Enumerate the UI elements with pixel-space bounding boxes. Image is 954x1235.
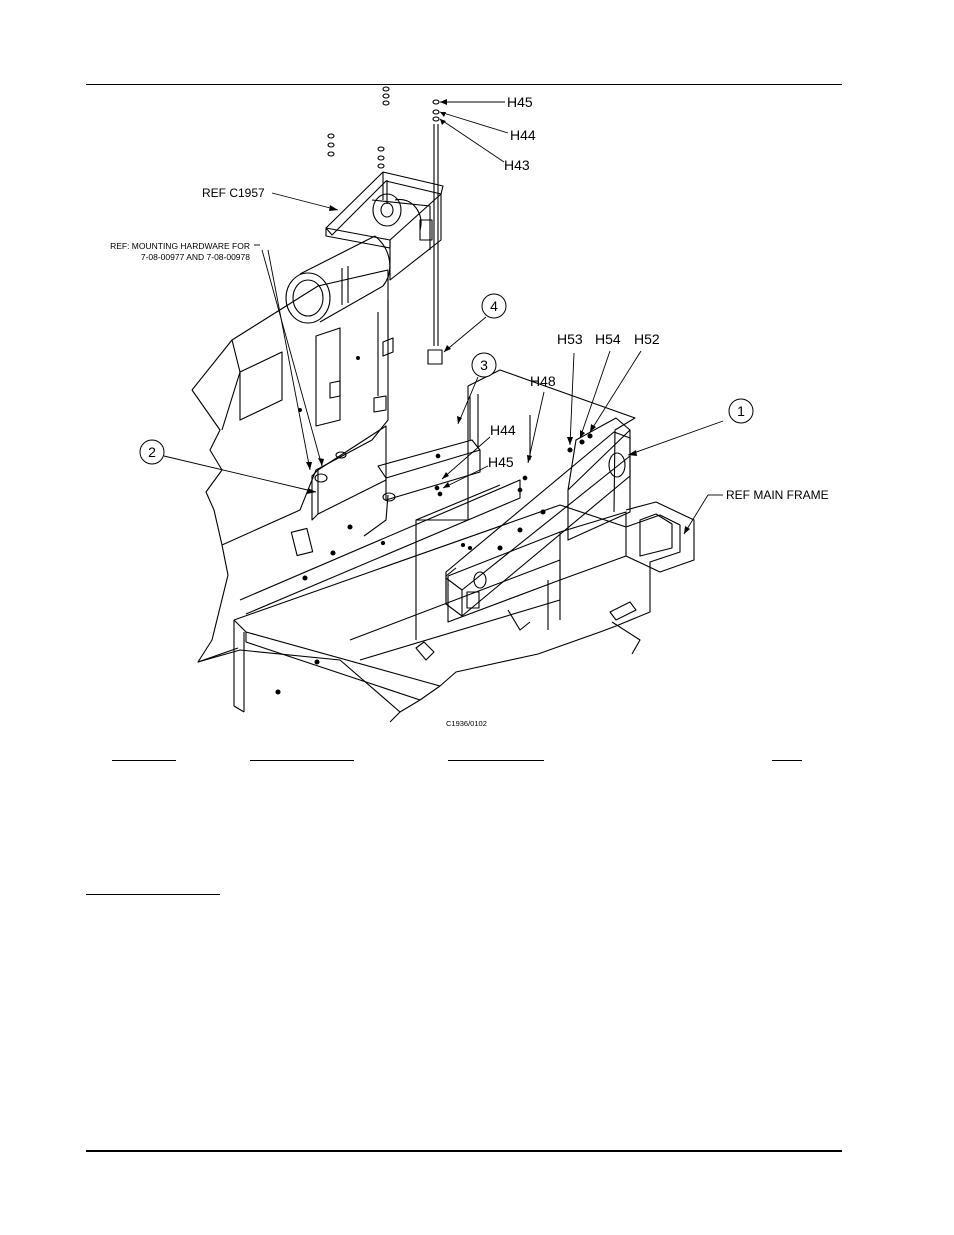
vibration-mounts (329, 300, 443, 413)
support-bracket-2 (311, 425, 387, 521)
main-frame (197, 479, 681, 723)
arrowheads (306, 99, 690, 534)
table-header-underline-4 (772, 748, 802, 761)
label-ref-mounting-line1: REF: MOUNTING HARDWARE FOR (110, 241, 250, 251)
motor-cylinder (285, 235, 391, 324)
label-h45-top: H45 (507, 94, 533, 110)
label-ref-main-frame: REF MAIN FRAME (726, 488, 829, 502)
right-end-plate (567, 417, 695, 573)
footer-rule (86, 1150, 842, 1152)
label-h53: H53 (557, 331, 583, 347)
leader-lines (163, 101, 724, 535)
center-upright-plate (415, 369, 636, 640)
left-side-panel (191, 269, 389, 663)
label-h45-mid: H45 (488, 454, 514, 470)
callout-circles (139, 293, 754, 465)
callout-circle-1 (728, 398, 754, 424)
callout-2: 2 (148, 444, 156, 460)
label-h52: H52 (634, 331, 660, 347)
callout-3: 3 (480, 357, 488, 373)
section-heading-underline (86, 882, 220, 895)
label-h48: H48 (530, 373, 556, 389)
label-h54: H54 (595, 331, 621, 347)
drawing-number: C1936/0102 (446, 719, 487, 728)
label-h43: H43 (504, 157, 530, 173)
label-h44-mid: H44 (490, 422, 516, 438)
callout-4: 4 (490, 298, 498, 314)
washer-stack-left (327, 86, 390, 169)
table-header-underline-1 (112, 748, 176, 761)
label-ref-mounting-line2: 7-08-00977 AND 7-08-00978 (141, 252, 250, 262)
callout-circle-3 (471, 352, 497, 378)
callout-circle-4 (481, 293, 507, 319)
side-rail-1 (445, 431, 631, 617)
cross-arm-3 (363, 394, 481, 537)
table-header-underline-3 (448, 748, 544, 761)
label-h44-top: H44 (510, 127, 536, 143)
callout-1: 1 (737, 403, 745, 419)
label-ref-c1957: REF C1957 (202, 186, 265, 200)
table-header-underline-2 (250, 748, 354, 761)
top-hardware-chain (432, 99, 440, 346)
bolts (275, 356, 593, 695)
header-rule (86, 84, 842, 85)
callout-circle-2 (139, 439, 165, 465)
upper-bracket-assembly (325, 171, 444, 281)
